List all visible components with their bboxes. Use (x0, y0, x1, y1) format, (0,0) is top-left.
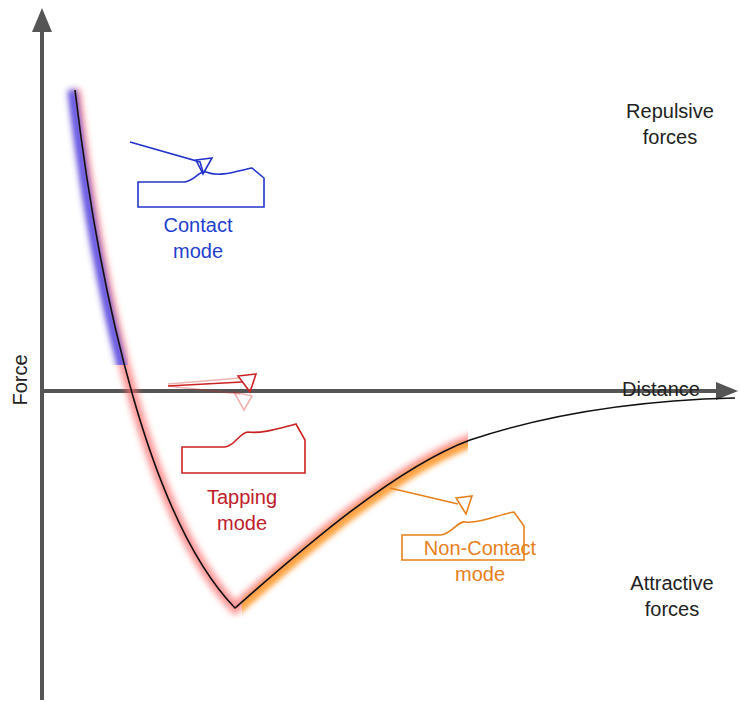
region-label: Attractive forces (610, 570, 734, 622)
axis-label: Distance (586, 376, 736, 402)
mode-label: Non-Contact mode (410, 535, 550, 587)
axis-label: Force (7, 330, 33, 430)
region-label: Repulsive forces (608, 98, 732, 150)
mode-label: Contact mode (140, 212, 256, 264)
mode-label: Tapping mode (184, 484, 300, 536)
